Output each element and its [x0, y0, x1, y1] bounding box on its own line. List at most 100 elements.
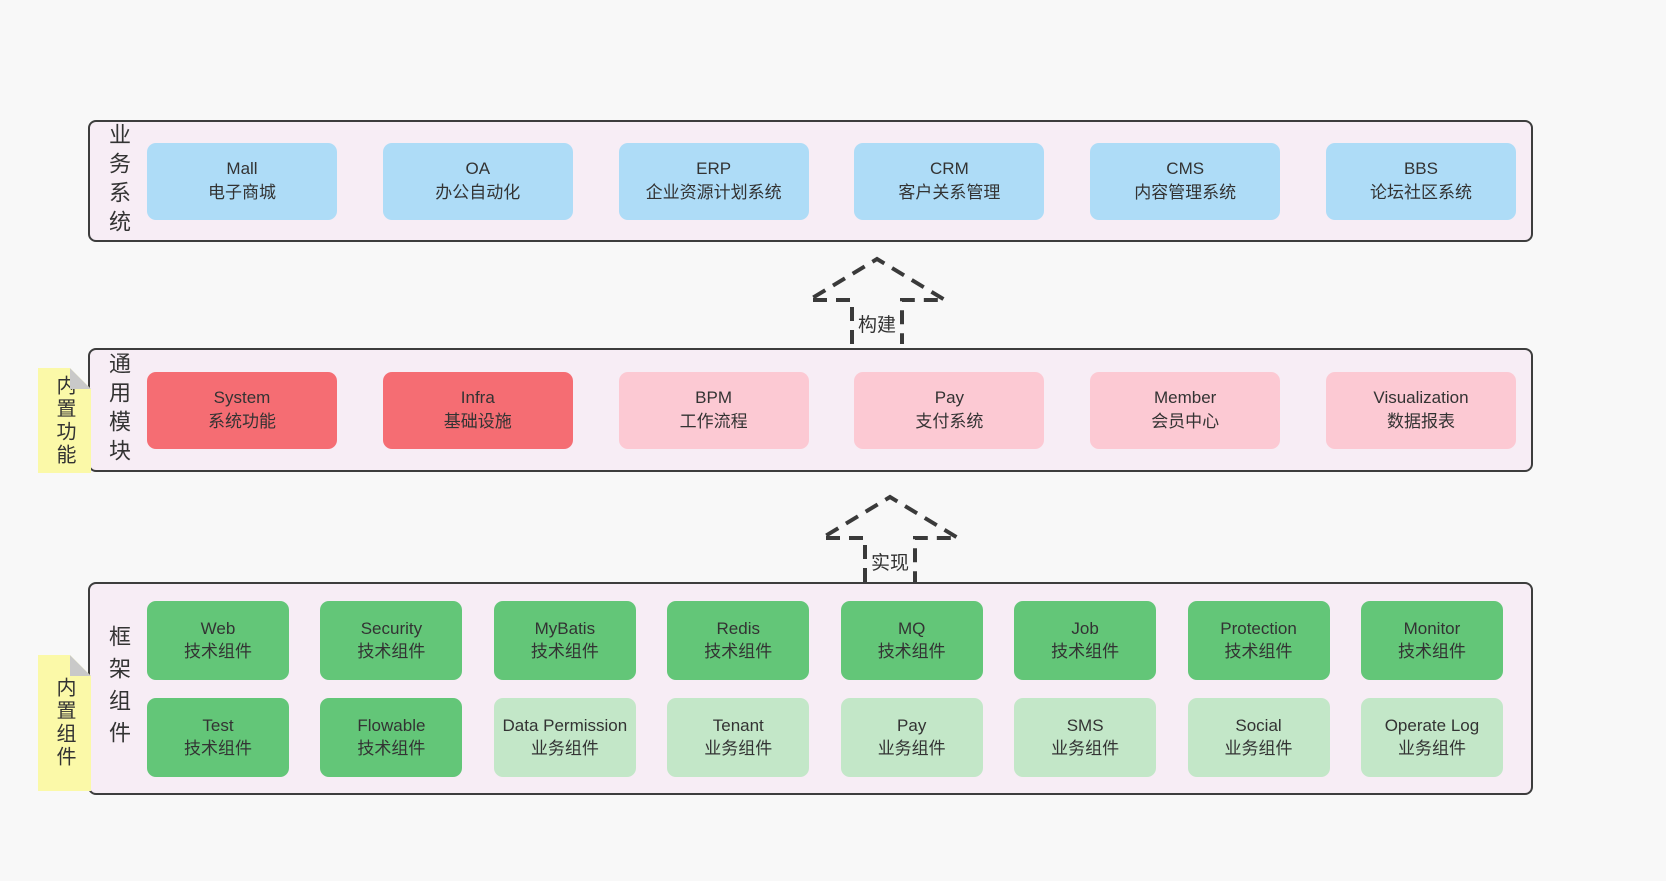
- module-box-cms: CMS 内容管理系统: [1090, 142, 1281, 220]
- component-box-social: Social 业务组件: [1187, 698, 1330, 777]
- component-box-protection: Protection 技术组件: [1187, 601, 1330, 680]
- box-title: CRM: [930, 159, 969, 179]
- module-box-bbs: BBS 论坛社区系统: [1325, 142, 1516, 220]
- band-framework-components: 框架组件 Web 技术组件 Security 技术组件 MyBatis 技术组件…: [88, 582, 1533, 795]
- box-subtitle: 业务组件: [1397, 738, 1466, 758]
- box-subtitle: 技术组件: [704, 641, 773, 661]
- band-label-common: 通用模块: [106, 352, 131, 468]
- box-title: Web: [200, 618, 236, 638]
- box-subtitle: 技术组件: [1397, 641, 1466, 661]
- box-subtitle: 技术组件: [184, 738, 252, 758]
- module-box-bpm: BPM 工作流程: [618, 371, 809, 449]
- sticky-note-builtin-components: 内置组件: [38, 655, 91, 791]
- box-title: Job: [1071, 618, 1099, 638]
- sticky-note-builtin-functions: 内置功能: [38, 368, 91, 473]
- box-subtitle: 论坛社区系统: [1369, 183, 1472, 202]
- box-title: Pay: [897, 715, 927, 735]
- box-subtitle: 业务组件: [530, 738, 599, 758]
- box-subtitle: 办公自动化: [435, 183, 521, 202]
- box-title: Member: [1154, 388, 1217, 408]
- box-title: Mall: [226, 159, 258, 179]
- box-title: Protection: [1220, 618, 1297, 638]
- box-subtitle: 会员中心: [1151, 412, 1220, 431]
- up-arrow-icon: [801, 256, 953, 344]
- dashed-up-arrow-build: 构建: [797, 252, 957, 344]
- module-box-pay: Pay 支付系统: [854, 371, 1045, 449]
- module-box-system: System 系统功能: [147, 371, 337, 449]
- module-box-infra: Infra 基础设施: [382, 371, 573, 449]
- component-box-tenant: Tenant 业务组件: [667, 698, 810, 777]
- box-title: Tenant: [712, 715, 764, 735]
- business-boxes: Mall 电子商城 OA 办公自动化 ERP 企业资源计划系统 CRM 客户关系…: [147, 122, 1516, 240]
- arrow-label-build: 构建: [857, 315, 896, 336]
- box-title: Monitor: [1403, 618, 1461, 638]
- box-title: BBS: [1403, 159, 1438, 179]
- box-subtitle: 内容管理系统: [1134, 183, 1237, 202]
- dashed-up-arrow-implement: 实现: [810, 490, 970, 582]
- framework-boxes: Web 技术组件 Security 技术组件 MyBatis 技术组件 Redi…: [147, 601, 1503, 777]
- band-business-systems: 业务系统 Mall 电子商城 OA 办公自动化 ERP 企业资源计划系统 CRM…: [88, 120, 1533, 242]
- module-box-visualization: Visualization 数据报表: [1325, 371, 1516, 449]
- box-subtitle: 系统功能: [208, 412, 276, 431]
- box-subtitle: 业务组件: [877, 738, 946, 758]
- box-subtitle: 技术组件: [1224, 641, 1293, 661]
- box-title: Visualization: [1373, 388, 1469, 408]
- sticky-label: 内置功能: [53, 374, 75, 467]
- sticky-label: 内置组件: [53, 677, 75, 769]
- box-title: Social: [1235, 715, 1282, 735]
- box-title: Pay: [934, 388, 965, 408]
- component-box-data-permission: Data Permission 业务组件: [493, 698, 636, 777]
- box-title: System: [213, 388, 271, 408]
- component-box-flowable: Flowable 技术组件: [320, 698, 463, 777]
- box-subtitle: 技术组件: [357, 641, 426, 661]
- component-box-mq: MQ 技术组件: [840, 601, 983, 680]
- box-subtitle: 数据报表: [1386, 412, 1455, 431]
- component-box-job: Job 技术组件: [1014, 601, 1157, 680]
- box-title: OA: [465, 159, 491, 179]
- box-subtitle: 支付系统: [915, 412, 984, 431]
- box-title: MyBatis: [534, 618, 596, 638]
- box-subtitle: 业务组件: [1224, 738, 1293, 758]
- component-box-monitor: Monitor 技术组件: [1360, 601, 1503, 680]
- module-box-member: Member 会员中心: [1090, 371, 1281, 449]
- box-subtitle: 技术组件: [184, 641, 252, 661]
- box-title: Security: [360, 618, 423, 638]
- component-box-mybatis: MyBatis 技术组件: [493, 601, 636, 680]
- component-box-security: Security 技术组件: [320, 601, 463, 680]
- common-boxes: System 系统功能 Infra 基础设施 BPM 工作流程 Pay 支付系统…: [147, 350, 1516, 470]
- module-box-crm: CRM 客户关系管理: [854, 142, 1045, 220]
- box-title: Flowable: [357, 715, 426, 735]
- box-subtitle: 技术组件: [530, 641, 599, 661]
- box-title: ERP: [696, 159, 732, 179]
- box-subtitle: 基础设施: [443, 412, 512, 431]
- component-box-pay-biz: Pay 业务组件: [840, 698, 983, 777]
- box-title: BPM: [695, 388, 733, 408]
- box-subtitle: 企业资源计划系统: [645, 183, 782, 202]
- box-subtitle: 客户关系管理: [898, 183, 1001, 202]
- box-subtitle: 电子商城: [208, 183, 276, 202]
- box-subtitle: 业务组件: [704, 738, 773, 758]
- box-title: SMS: [1066, 715, 1104, 735]
- band-common-modules: 通用模块 System 系统功能 Infra 基础设施 BPM 工作流程 Pay…: [88, 348, 1533, 472]
- box-title: Operate Log: [1384, 715, 1480, 735]
- component-box-operate-log: Operate Log 业务组件: [1360, 698, 1503, 777]
- box-subtitle: 工作流程: [679, 412, 748, 431]
- band-label-framework: 框架组件: [106, 624, 131, 753]
- component-box-redis: Redis 技术组件: [667, 601, 810, 680]
- box-subtitle: 技术组件: [877, 641, 946, 661]
- box-subtitle: 技术组件: [357, 738, 426, 758]
- box-subtitle: 业务组件: [1051, 738, 1120, 758]
- arrow-label-implement: 实现: [870, 553, 909, 574]
- box-title: Test: [202, 715, 234, 735]
- component-box-sms: SMS 业务组件: [1014, 698, 1157, 777]
- box-title: Data Permission: [502, 715, 628, 735]
- box-title: CMS: [1166, 159, 1205, 179]
- box-subtitle: 技术组件: [1051, 641, 1120, 661]
- box-title: MQ: [897, 618, 926, 638]
- band-label-business: 业务系统: [106, 123, 131, 239]
- box-title: Infra: [460, 388, 495, 408]
- component-box-test: Test 技术组件: [147, 698, 289, 777]
- up-arrow-icon: [814, 494, 966, 582]
- module-box-erp: ERP 企业资源计划系统: [618, 142, 809, 220]
